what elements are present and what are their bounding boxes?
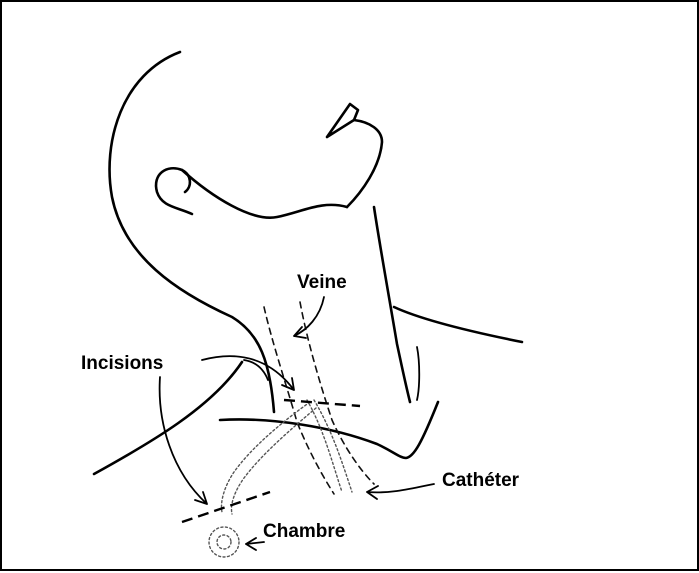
vein-line-right [300, 302, 374, 484]
neck-right-line [417, 347, 419, 400]
chambre-label: Chambre [263, 522, 345, 541]
vein-line-left [264, 307, 334, 494]
incision-upper [284, 400, 360, 406]
chamber-outer [209, 527, 239, 557]
neck-rear-line [244, 360, 268, 380]
chamber-inner [217, 535, 231, 549]
chin-outline [347, 120, 382, 207]
incisions-arrow-lower [160, 377, 207, 504]
shoulder-right-outline [394, 307, 522, 342]
incision-lower [182, 492, 270, 522]
veine-label: Veine [297, 273, 347, 292]
veine-arrow [294, 297, 324, 338]
incisions-label: Incisions [81, 354, 163, 373]
chin-tip-outline [327, 104, 358, 137]
chambre-arrow [246, 538, 264, 550]
catheter-line-b [314, 400, 352, 492]
catheter-arrow [367, 484, 434, 499]
shoulder-left-outline [94, 362, 242, 474]
catheter-label: Cathéter [442, 471, 519, 490]
neck-front-outline [374, 207, 410, 402]
jaw-outline [182, 170, 347, 218]
